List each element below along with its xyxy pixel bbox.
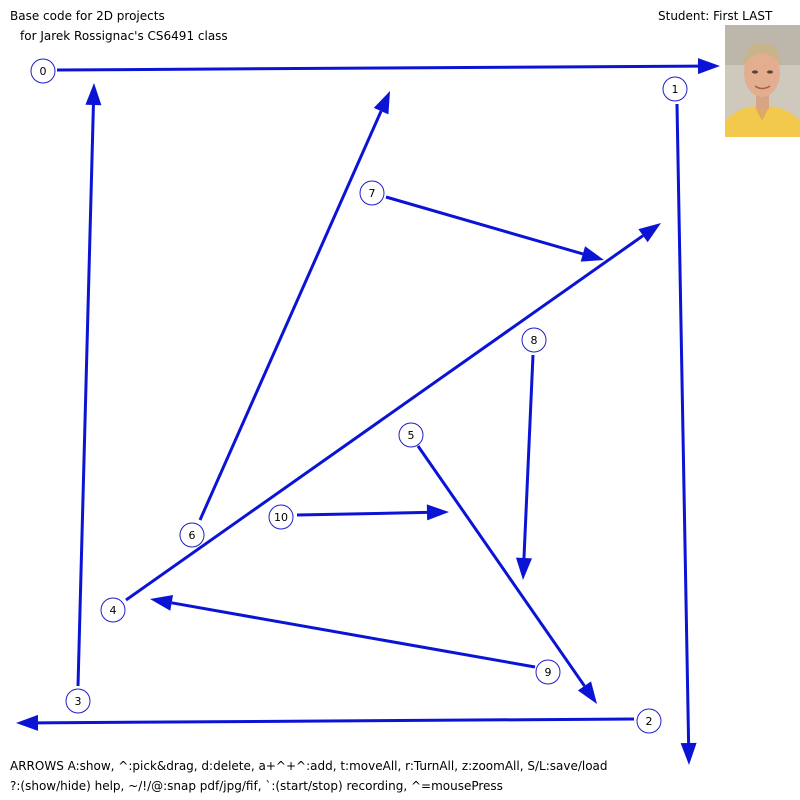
arrow-3-shaft[interactable] xyxy=(76,104,95,687)
arrow-9-shaft[interactable] xyxy=(171,601,536,669)
arrow-2-head[interactable] xyxy=(16,714,39,731)
arrow-0-head[interactable] xyxy=(697,58,720,75)
arrow-9-label: 9 xyxy=(545,666,552,679)
arrow-8-label: 8 xyxy=(531,334,538,347)
arrow-2-label: 2 xyxy=(646,715,653,728)
arrow-3-node[interactable] xyxy=(65,688,91,714)
arrow-10-node[interactable] xyxy=(268,504,294,530)
arrow-10-shaft[interactable] xyxy=(296,510,428,517)
arrow-10-head[interactable] xyxy=(426,504,449,521)
arrow-9-head[interactable] xyxy=(150,594,174,611)
student-label: Student: First LAST xyxy=(658,9,773,23)
arrow-5-head[interactable] xyxy=(577,681,597,704)
arrow-10-label: 10 xyxy=(274,511,288,524)
student-photo xyxy=(725,25,800,137)
arrow-1-head[interactable] xyxy=(680,742,697,765)
arrow-8-head[interactable] xyxy=(515,557,532,580)
arrow-2-shaft[interactable] xyxy=(37,717,635,725)
arrow-8-node[interactable] xyxy=(521,327,547,353)
arrow-9-node[interactable] xyxy=(535,659,561,685)
arrow-3-label: 3 xyxy=(75,695,82,708)
arrow-7-head[interactable] xyxy=(580,246,604,262)
title-line-1: Base code for 2D projects xyxy=(10,9,165,23)
arrow-1-label: 1 xyxy=(672,83,679,96)
arrow-5-label: 5 xyxy=(408,429,415,442)
arrow-0-shaft[interactable] xyxy=(56,64,699,72)
arrow-0-node[interactable] xyxy=(30,58,56,84)
arrow-6-shaft[interactable] xyxy=(198,110,383,521)
arrow-6-label: 6 xyxy=(189,529,196,542)
arrow-5-node[interactable] xyxy=(398,422,424,448)
help-line-2: ?:(show/hide) help, ~/!/@:snap pdf/jpg/f… xyxy=(10,779,503,793)
arrow-3-head[interactable] xyxy=(85,83,102,106)
arrow-4-node[interactable] xyxy=(100,597,126,623)
arrow-7-node[interactable] xyxy=(359,180,385,206)
arrow-6-head[interactable] xyxy=(373,91,390,115)
arrow-4-head[interactable] xyxy=(638,223,661,243)
arrow-4-label: 4 xyxy=(110,604,117,617)
help-line-1: ARROWS A:show, ^:pick&drag, d:delete, a+… xyxy=(10,759,608,773)
arrow-2-node[interactable] xyxy=(636,708,662,734)
arrow-5-shaft[interactable] xyxy=(416,445,586,687)
arrow-1-node[interactable] xyxy=(662,76,688,102)
title-line-2: for Jarek Rossignac's CS6491 class xyxy=(20,29,228,43)
arrow-6-node[interactable] xyxy=(179,522,205,548)
arrow-0-label: 0 xyxy=(40,65,47,78)
arrow-1-shaft[interactable] xyxy=(675,103,691,744)
arrow-8-shaft[interactable] xyxy=(522,354,535,559)
arrow-4-shaft[interactable] xyxy=(125,234,644,602)
arrow-7-label: 7 xyxy=(369,187,376,200)
arrow-7-shaft[interactable] xyxy=(385,195,584,256)
